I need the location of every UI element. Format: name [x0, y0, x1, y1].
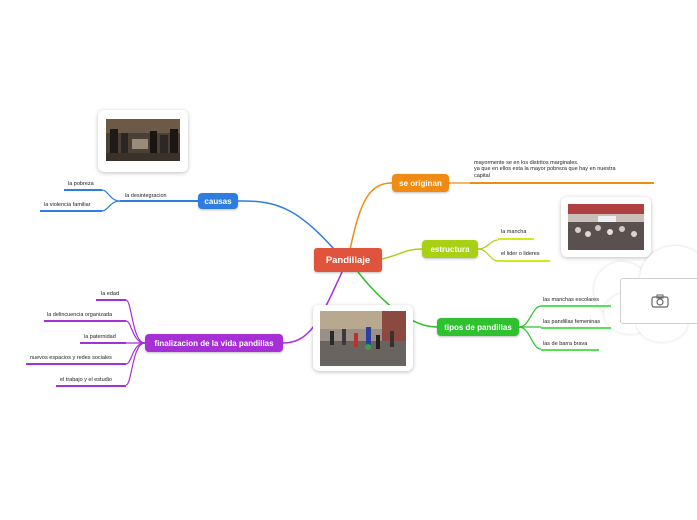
estructura-photo: [568, 204, 644, 250]
central-label: Pandillaje: [325, 254, 371, 266]
causas-leaf-1: la pobreza: [68, 181, 94, 187]
seoriginan-note-line-1: mayormente se en los distritos marginale…: [474, 160, 579, 166]
estructura-leaf-1-line: [498, 238, 534, 240]
finalizacion-leaf-1: la edad: [101, 291, 120, 297]
finalizacion-leaf-4-line: [26, 363, 126, 365]
finalizacion-leaf-1-line: [96, 299, 126, 301]
seoriginan-node[interactable]: se originan: [392, 174, 449, 192]
finalizacion-leaf-2-line: [44, 320, 126, 322]
seoriginan-note-line: [470, 182, 654, 184]
finalizacion-leaf-4: nuevos espacios y redes sociales: [30, 355, 112, 361]
causas-photo: [106, 119, 180, 161]
camera-icon: [651, 294, 669, 308]
causas-label: causas: [204, 196, 232, 206]
estructura-leaf-1: la mancha: [501, 229, 527, 235]
tipos-leaf-2-line: [541, 327, 611, 329]
central-photo-card: [313, 305, 413, 371]
tipos-leaf-2: las pandillas femeninas: [543, 319, 601, 325]
tipos-label: tipos de pandillas: [444, 322, 512, 332]
estructura-label: estructura: [430, 244, 470, 254]
central-node[interactable]: Pandillaje: [314, 248, 382, 272]
finalizacion-leaf-3-line: [80, 342, 126, 344]
causas-photo-card: [98, 110, 188, 172]
seoriginan-label: se originan: [399, 178, 442, 188]
tipos-leaf-1-line: [541, 305, 611, 307]
finalizacion-leaf-5-line: [56, 385, 126, 387]
finalizacion-leaf-3: la paternidad: [84, 334, 116, 340]
tipos-node[interactable]: tipos de pandillas: [437, 318, 519, 336]
estructura-leaf-2: el lider o lideres: [501, 251, 540, 257]
finalizacion-label: finalizacion de la vida pandillas: [154, 338, 274, 348]
finalizacion-node[interactable]: finalizacion de la vida pandillas: [145, 334, 283, 352]
central-photo: [320, 311, 406, 366]
image-placeholder[interactable]: [620, 278, 697, 324]
finalizacion-leaf-2: la delincuencia organizada: [47, 312, 113, 318]
finalizacion-leaf-5: el trabajo y el estudio: [60, 377, 112, 383]
seoriginan-note-line-3: capital: [474, 172, 490, 179]
causas-leaf-1-line: [64, 189, 102, 191]
causas-leaf-2: la violencia familiar: [44, 202, 91, 208]
estructura-photo-card: [561, 197, 651, 257]
tipos-leaf-3: las de barra brava: [543, 341, 588, 347]
estructura-leaf-2-line: [498, 260, 550, 262]
tipos-leaf-3-line: [541, 349, 599, 351]
tipos-leaf-1: las manchas escolares: [543, 297, 599, 303]
seoriginan-note-line-2: ya que en ellos esta la mayor pobreza qu…: [474, 166, 616, 173]
causas-node[interactable]: causas: [198, 193, 238, 209]
estructura-node[interactable]: estructura: [422, 240, 478, 258]
seoriginan-note: mayormente se en los distritos marginale…: [474, 160, 616, 179]
causas-sub-label: la desintegracion: [125, 193, 167, 199]
causas-leaf-2-line: [40, 210, 102, 212]
